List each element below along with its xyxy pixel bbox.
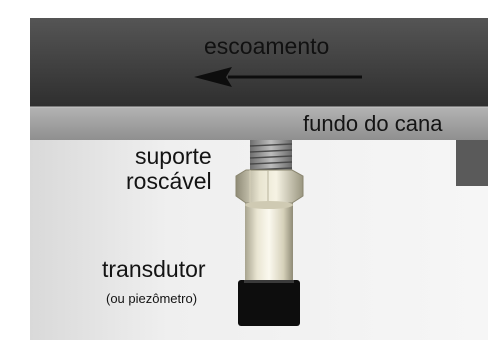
- support-label-line2: roscável: [126, 168, 212, 194]
- transducer-body: [245, 201, 293, 280]
- threaded-rod: [249, 140, 293, 173]
- hex-nut: [235, 169, 304, 204]
- channel-bottom-label: fundo do cana: [303, 111, 443, 136]
- transducer-note-label: (ou piezômetro): [106, 291, 198, 306]
- support-label-line1: suporte: [135, 143, 212, 169]
- flow-region: [30, 18, 488, 108]
- arrow-left-icon: [194, 67, 362, 87]
- transducer-base: [238, 280, 300, 326]
- transducer-label: transdutor: [102, 256, 206, 282]
- flow-label: escoamento: [204, 33, 330, 59]
- channel-floor: [30, 107, 488, 140]
- right-block: [456, 140, 488, 186]
